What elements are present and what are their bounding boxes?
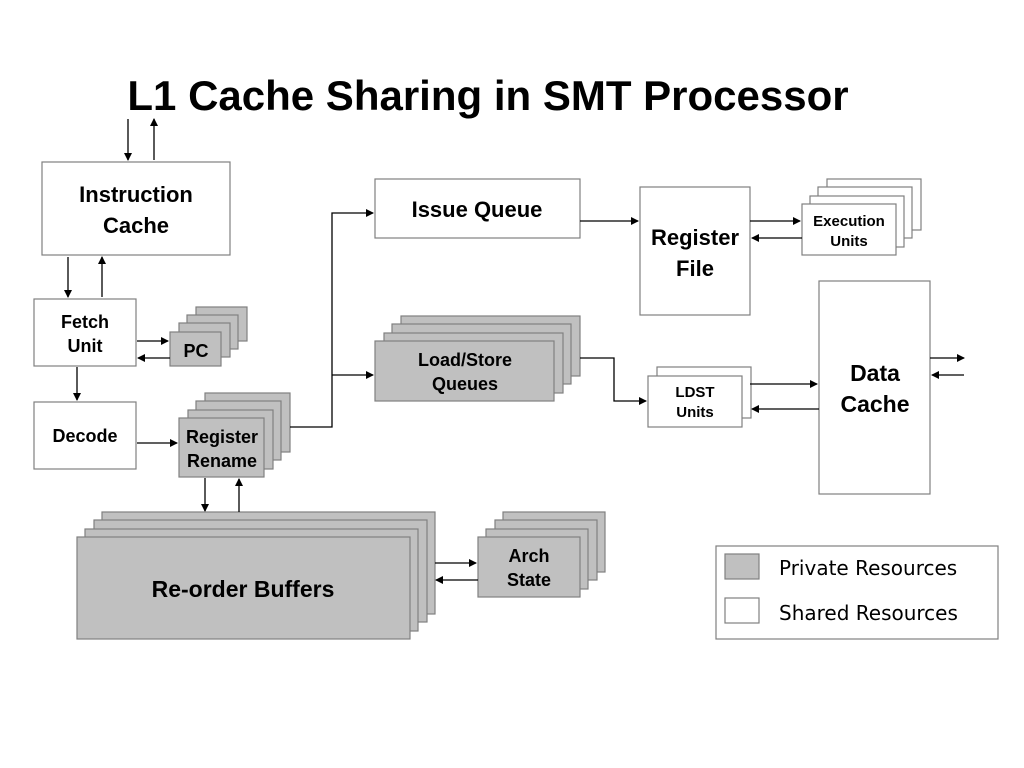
legend-private-swatch (724, 553, 760, 580)
data-cache-block: Data Cache (818, 280, 931, 495)
register-file-block: Register File (639, 186, 751, 316)
fetch-unit-label-2: Unit (68, 336, 103, 356)
reorder-buffers-label: Re-order Buffers (152, 576, 335, 602)
arch-state-label-1: Arch (508, 546, 549, 566)
ldst-units-label-1: LDST (675, 384, 714, 401)
issue-queue-block: Issue Queue (374, 178, 581, 239)
slide-title: L1 Cache Sharing in SMT Processor (127, 72, 849, 119)
legend-shared-swatch (724, 597, 760, 624)
legend-shared-label: Shared Resources (779, 601, 958, 625)
data-cache-label-1: Data (850, 360, 900, 386)
instruction-cache-label-1: Instruction (79, 182, 193, 207)
fetch-unit-label-1: Fetch (61, 312, 109, 332)
connector-arrows (64, 118, 965, 584)
decode-label: Decode (52, 426, 117, 446)
arch-state-stack: Arch State (477, 511, 606, 598)
instruction-cache-label-2: Cache (103, 213, 169, 238)
pc-label: PC (183, 341, 208, 361)
register-rename-label-1: Register (186, 427, 258, 447)
issue-queue-label: Issue Queue (412, 197, 543, 222)
decode-block: Decode (33, 401, 137, 470)
ldst-units-label-2: Units (676, 404, 714, 421)
register-rename-stack: Register Rename (178, 392, 291, 478)
register-file-label-2: File (676, 256, 714, 281)
ldst-units-stack: LDST Units (647, 366, 752, 428)
register-rename-label-2: Rename (187, 451, 257, 471)
execution-units-label-2: Units (830, 233, 868, 250)
reorder-buffers-stack: Re-order Buffers (76, 511, 436, 640)
legend-private-label: Private Resources (779, 556, 957, 580)
instruction-cache-block: Instruction Cache (41, 161, 231, 256)
execution-units-stack: Execution Units (801, 178, 922, 256)
fetch-unit-block: Fetch Unit (33, 298, 137, 367)
register-file-label-1: Register (651, 225, 739, 250)
arch-state-label-2: State (507, 570, 551, 590)
pc-block-stack: PC (169, 306, 248, 367)
data-cache-label-2: Cache (840, 391, 909, 417)
legend: Private Resources Shared Resources (715, 545, 999, 640)
load-store-queues-label-1: Load/Store (418, 350, 512, 370)
load-store-queues-stack: Load/Store Queues (374, 315, 581, 402)
load-store-queues-label-2: Queues (432, 374, 498, 394)
execution-units-label-1: Execution (813, 213, 885, 230)
